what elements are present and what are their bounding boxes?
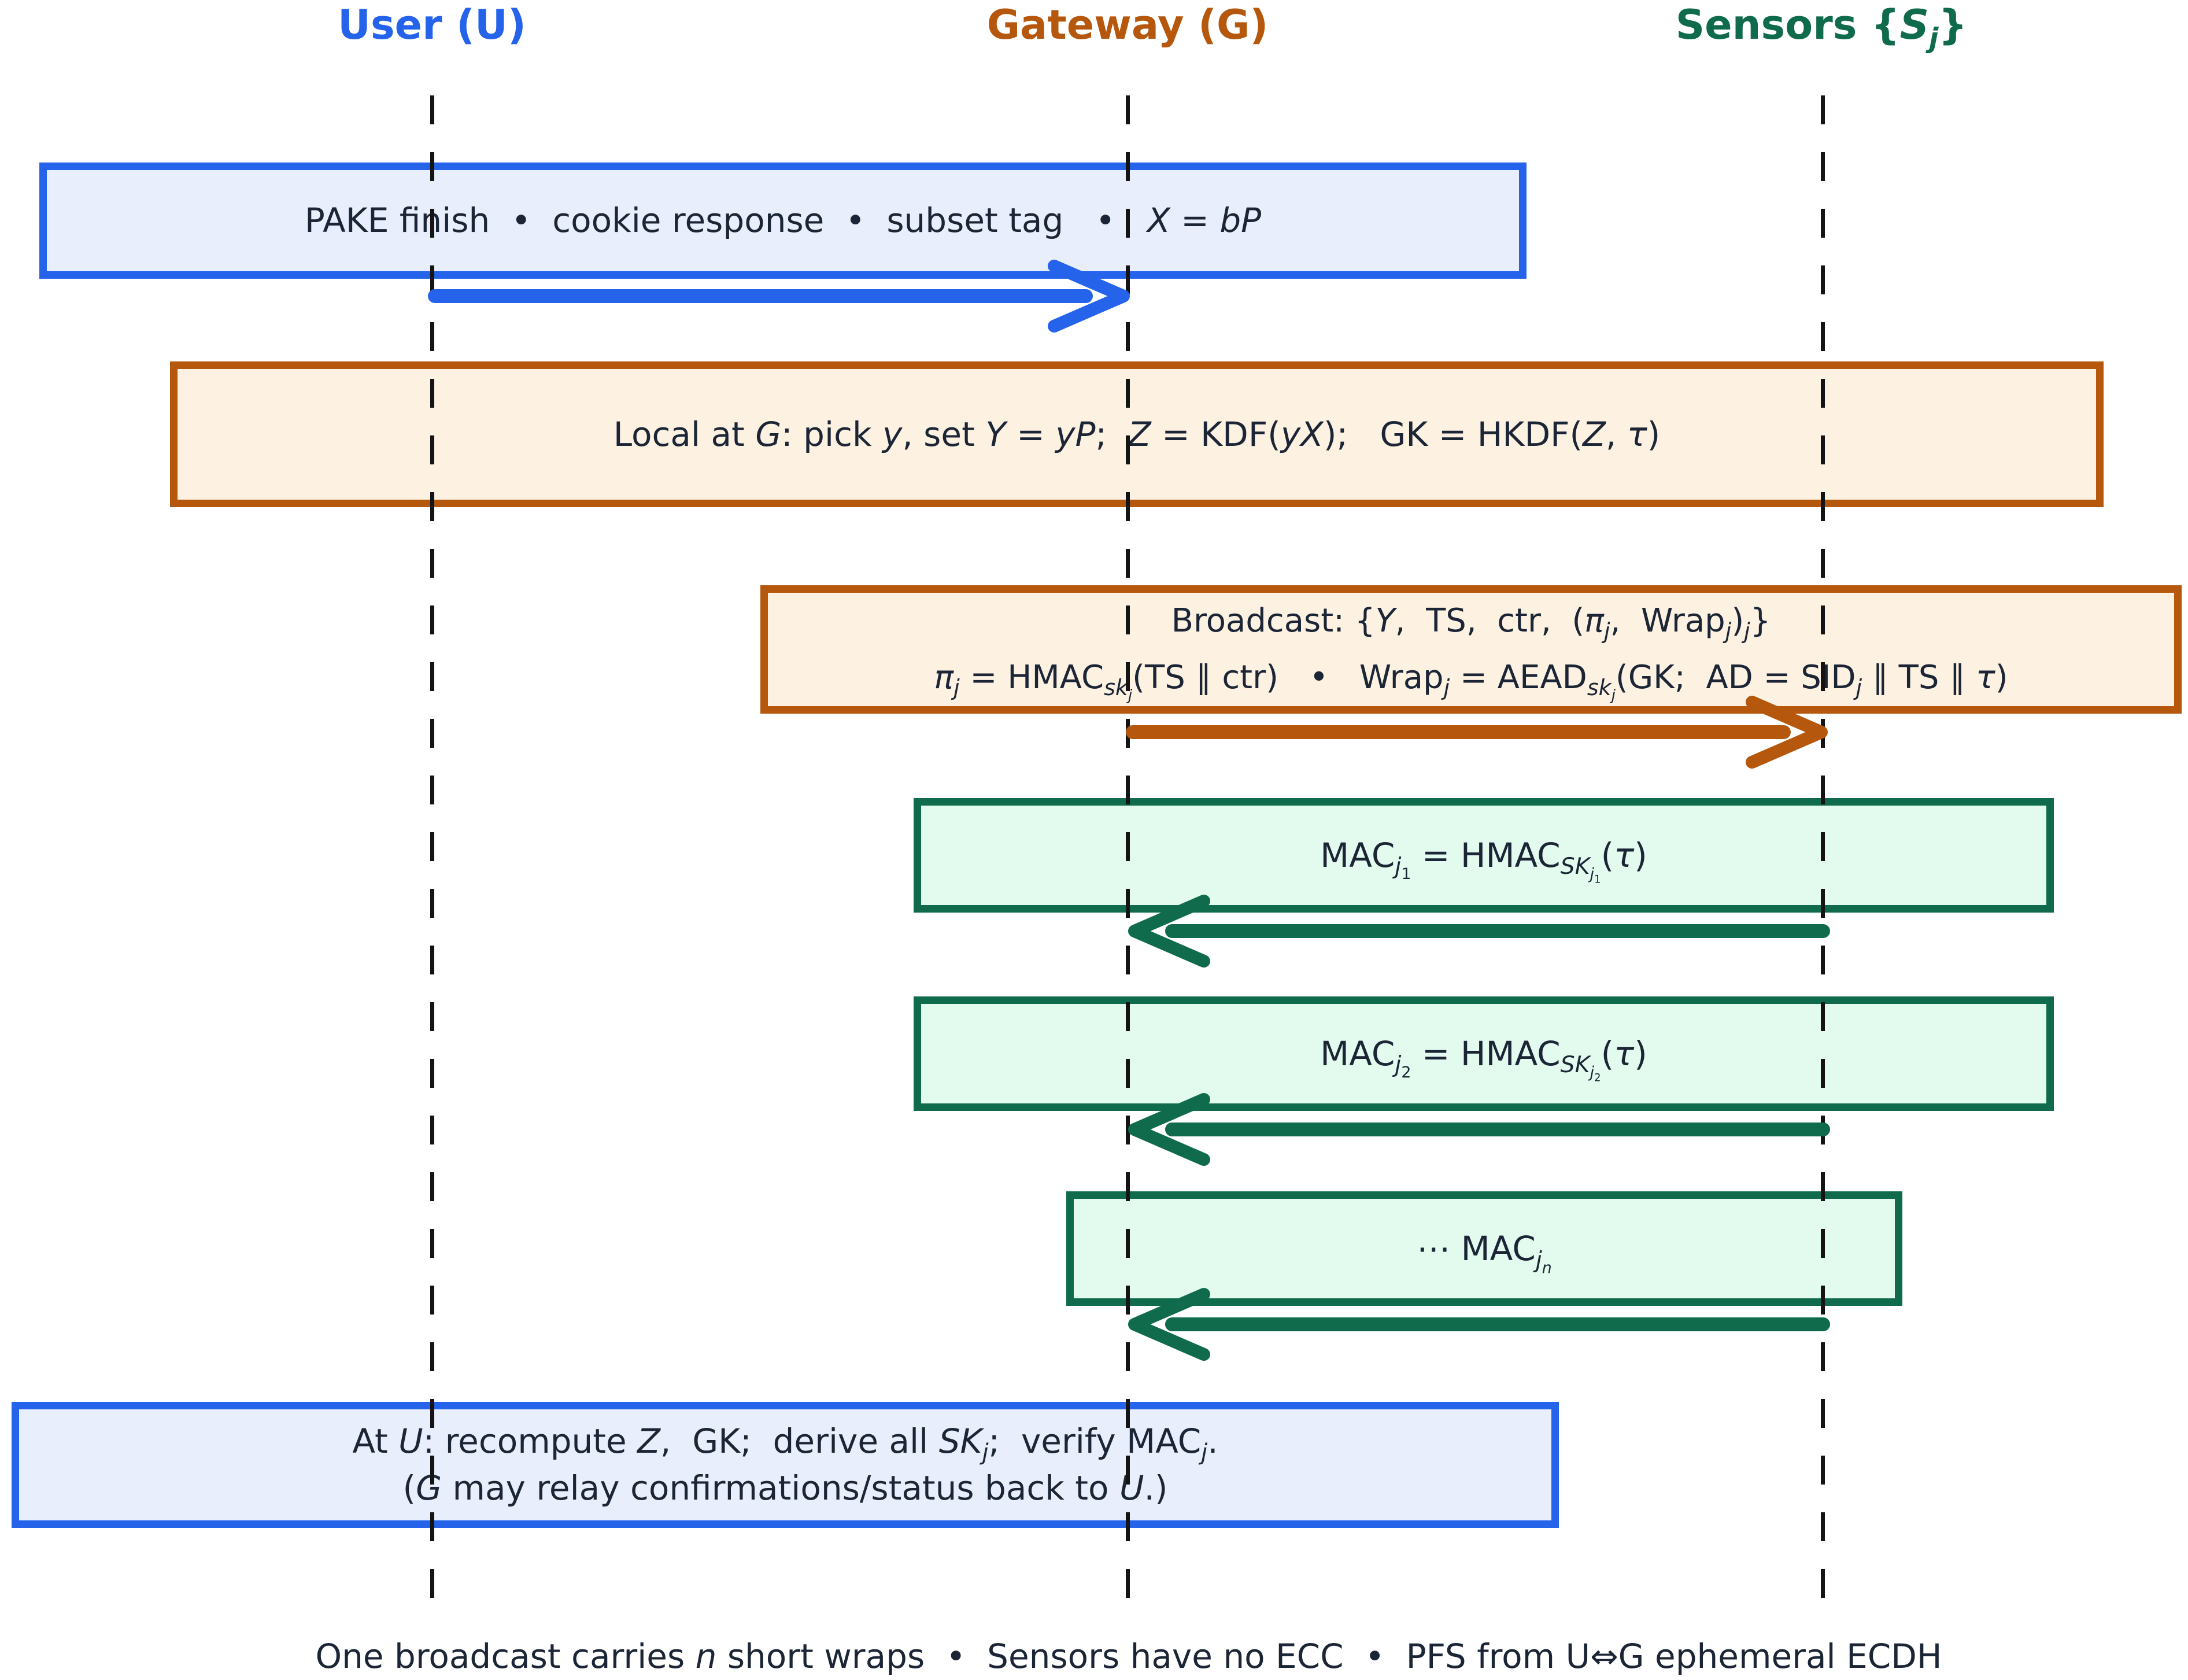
actor-label-user: User (U) — [338, 1, 526, 49]
actor-label-gateway: Gateway (G) — [986, 1, 1269, 49]
arrow-sensors-to-gateway-n-icon — [1128, 1288, 1830, 1361]
note-local-compute: Local at G: pick y, set Y = yP; Z = KDF(… — [170, 361, 2104, 507]
lifeline-sensors — [1821, 95, 1825, 1611]
note-mac-jn: ⋯ MACjn — [1066, 1191, 1902, 1306]
caption: One broadcast carries n short wraps • Se… — [315, 1637, 1942, 1676]
note-mac-j2: MACj2 = HMACSKj2(τ) — [914, 996, 2054, 1111]
arrow-gateway-to-sensors-icon — [1126, 696, 1828, 769]
note-broadcast-line1: Broadcast: {Y, TS, ctr, (πj, Wrapj)j} — [1171, 602, 1771, 644]
arrow-sensors-to-gateway-1-icon — [1128, 895, 1830, 968]
arrow-user-to-gateway-icon — [428, 260, 1130, 333]
note-verify-line1: At U: recompute Z, GK; derive all SKj; v… — [352, 1421, 1218, 1466]
note-verify-line2: (G may relay confirmations/status back t… — [402, 1468, 1168, 1508]
note-pake-finish-text: PAKE finish • cookie response • subset t… — [304, 201, 1262, 241]
note-broadcast-line2: πj = HMACskj(TS ∥ ctr) • Wrapj = AEADskj… — [934, 659, 2008, 704]
note-pake-finish: PAKE finish • cookie response • subset t… — [39, 163, 1527, 279]
note-broadcast: Broadcast: {Y, TS, ctr, (πj, Wrapj)j} πj… — [760, 585, 2182, 714]
actor-label-sensors: Sensors {Sj} — [1675, 1, 1968, 54]
lifeline-gateway — [1126, 95, 1130, 1611]
note-mac-j1-text: MACj1 = HMACSKj1(τ) — [1320, 835, 1647, 886]
note-verify-at-user: At U: recompute Z, GK; derive all SKj; v… — [12, 1402, 1559, 1528]
lifeline-user — [430, 95, 434, 1611]
arrow-sensors-to-gateway-2-icon — [1128, 1093, 1830, 1166]
note-mac-j2-text: MACj2 = HMACSKj2(τ) — [1320, 1033, 1647, 1084]
note-mac-jn-text: ⋯ MACjn — [1417, 1228, 1552, 1277]
note-local-compute-text: Local at G: pick y, set Y = yP; Z = KDF(… — [613, 414, 1661, 454]
